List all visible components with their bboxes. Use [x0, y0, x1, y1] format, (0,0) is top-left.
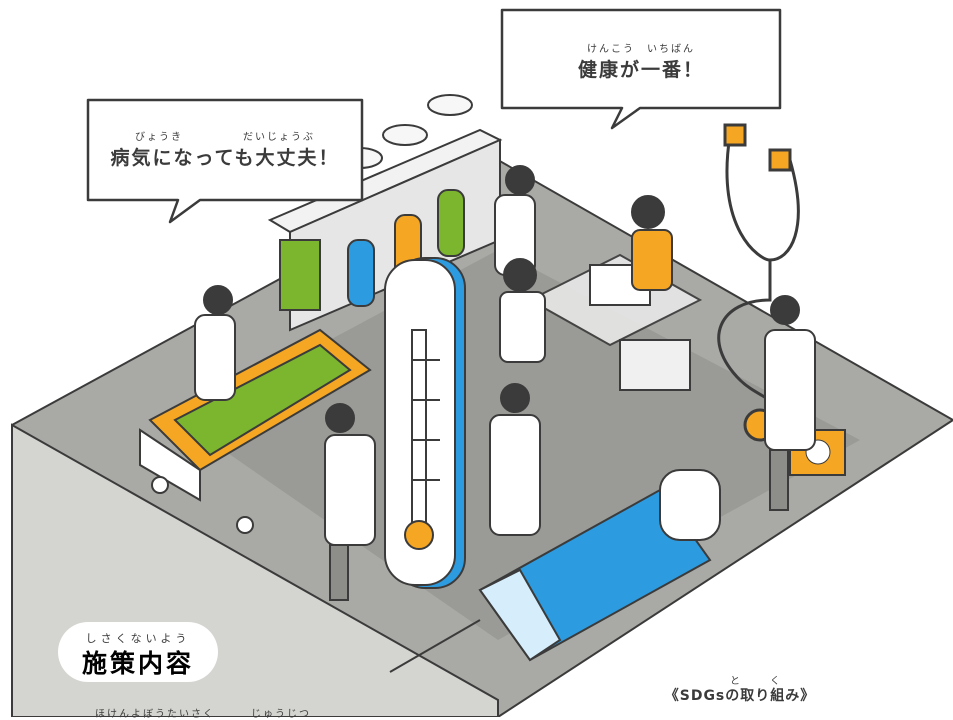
doctor-figure: [324, 403, 376, 601]
bottom-ruby-text: ほけんよぼうたいさく じゅうじつ: [95, 709, 311, 720]
sdgs-ruby: と く: [730, 676, 790, 687]
bubble-right-ruby: けんこう いちばん: [587, 44, 695, 55]
bubble-left-text: 病気になっても大丈夫！: [110, 147, 340, 169]
sdgs-title: 《SDGsの取り組み》: [664, 688, 816, 704]
bubble-right-text: 健康が一番！: [577, 59, 704, 81]
speech-bubble-right: [500, 8, 782, 130]
doctor-figure: [764, 295, 816, 511]
giant-thermometer: [384, 257, 466, 589]
doctor-figure: [489, 383, 541, 536]
speech-bubble-left: [86, 98, 364, 224]
doctor-figure: [194, 285, 236, 401]
giant-syringe: [389, 469, 721, 673]
staff-figure: [631, 195, 673, 291]
hospital-bed: [139, 328, 372, 534]
badge-ruby: しさくないよう: [85, 632, 191, 645]
sdgs-caption: と く 《SDGsの取り組み》: [640, 672, 840, 705]
section-badge: しさくないよう 施策内容: [58, 622, 218, 682]
badge-title: 施策内容: [81, 649, 194, 678]
staff-figure: [499, 258, 546, 363]
bubble-left-ruby: びょうき だいじょうぶ: [135, 132, 315, 143]
